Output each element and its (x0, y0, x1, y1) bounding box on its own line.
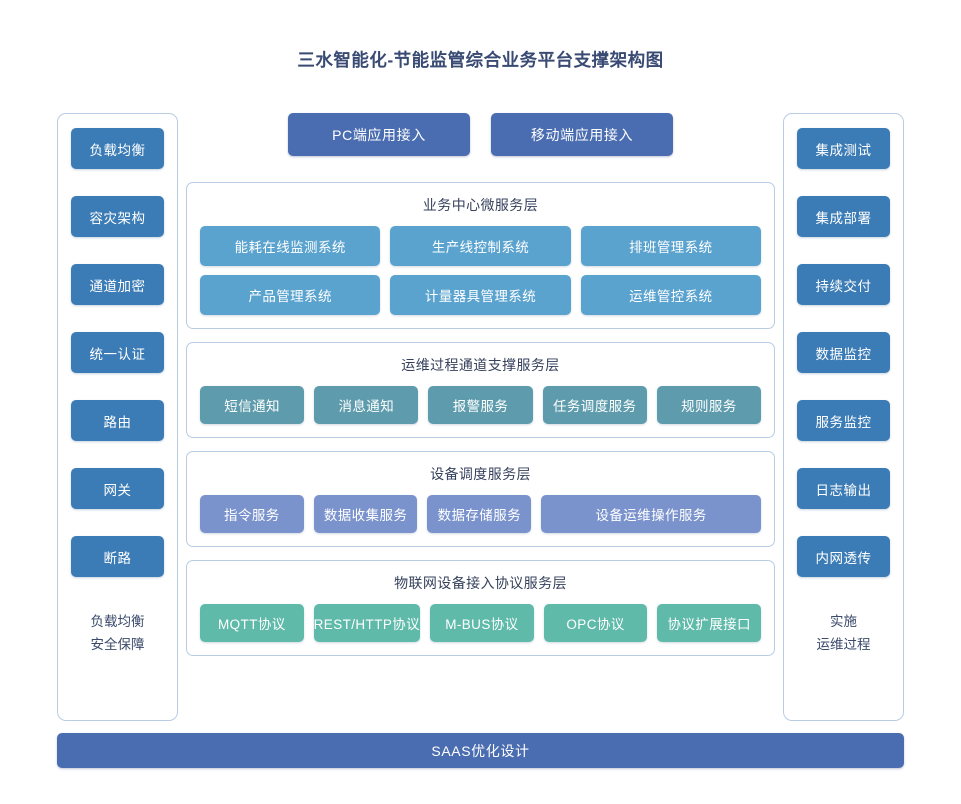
protocol-chip-4[interactable]: 协议扩展接口 (657, 604, 762, 642)
layer-business-row-1: 产品管理系统 计量器具管理系统 运维管控系统 (200, 275, 761, 315)
right-pillar-item-5[interactable]: 日志输出 (797, 468, 890, 509)
layer-device-title: 设备调度服务层 (430, 466, 531, 482)
business-chip-2[interactable]: 排班管理系统 (580, 226, 761, 266)
left-pillar-item-4[interactable]: 路由 (71, 400, 164, 441)
right-pillar-item-2[interactable]: 持续交付 (797, 264, 890, 305)
center-column: PC端应用接入 移动端应用接入 业务中心微服务层 能耗在线监测系统 生产线控制系… (186, 113, 775, 721)
ops-chip-1[interactable]: 消息通知 (314, 386, 419, 424)
layer-ops: 运维过程通道支撑服务层 短信通知 消息通知 报警服务 任务调度服务 规则服务 (186, 342, 775, 438)
ops-chip-2[interactable]: 报警服务 (428, 386, 533, 424)
device-chip-2[interactable]: 数据存储服务 (427, 495, 532, 533)
right-pillar-item-6[interactable]: 内网透传 (797, 536, 890, 577)
left-pillar-item-2[interactable]: 通道加密 (71, 264, 164, 305)
layer-protocol-title: 物联网设备接入协议服务层 (394, 575, 567, 591)
device-chip-1[interactable]: 数据收集服务 (313, 495, 418, 533)
left-pillar-item-5[interactable]: 网关 (71, 468, 164, 509)
right-pillar-item-1[interactable]: 集成部署 (797, 196, 890, 237)
protocol-chip-2[interactable]: M-BUS协议 (430, 604, 534, 642)
right-pillar-item-3[interactable]: 数据监控 (797, 332, 890, 373)
right-pillar-footer: 实施 运维过程 (817, 610, 871, 656)
ops-chip-3[interactable]: 任务调度服务 (542, 386, 647, 424)
pc-access-button[interactable]: PC端应用接入 (288, 113, 470, 156)
device-chip-0[interactable]: 指令服务 (200, 495, 304, 533)
left-pillar-item-1[interactable]: 容灾架构 (71, 196, 164, 237)
left-pillar-item-3[interactable]: 统一认证 (71, 332, 164, 373)
business-chip-3[interactable]: 产品管理系统 (200, 275, 381, 315)
protocol-chip-3[interactable]: OPC协议 (543, 604, 648, 642)
protocol-chip-1[interactable]: REST/HTTP协议 (313, 604, 421, 642)
right-pillar-item-0[interactable]: 集成测试 (797, 128, 890, 169)
diagram-frame: 负载均衡 容灾架构 通道加密 统一认证 路由 网关 断路 负载均衡 安全保障 P… (57, 113, 904, 721)
right-pillar-item-4[interactable]: 服务监控 (797, 400, 890, 441)
application-access-row: PC端应用接入 移动端应用接入 (186, 113, 775, 166)
device-chip-3[interactable]: 设备运维操作服务 (541, 495, 762, 533)
layer-business-title: 业务中心微服务层 (422, 197, 539, 213)
right-pillar-footer-line2: 运维过程 (816, 637, 871, 652)
business-chip-4[interactable]: 计量器具管理系统 (390, 275, 571, 315)
ops-chip-0[interactable]: 短信通知 (200, 386, 305, 424)
protocol-chip-0[interactable]: MQTT协议 (200, 604, 304, 642)
business-chip-1[interactable]: 生产线控制系统 (390, 226, 571, 266)
layer-ops-row-0: 短信通知 消息通知 报警服务 任务调度服务 规则服务 (200, 386, 762, 424)
layer-protocol-row-0: MQTT协议 REST/HTTP协议 M-BUS协议 OPC协议 协议扩展接口 (200, 604, 762, 642)
left-pillar-item-6[interactable]: 断路 (71, 536, 164, 577)
business-chip-0[interactable]: 能耗在线监测系统 (200, 226, 381, 266)
left-pillar: 负载均衡 容灾架构 通道加密 统一认证 路由 网关 断路 负载均衡 安全保障 (57, 113, 178, 721)
left-pillar-footer-line2: 安全保障 (90, 637, 145, 652)
ops-chip-4[interactable]: 规则服务 (656, 386, 762, 424)
layer-device-row-0: 指令服务 数据收集服务 数据存储服务 设备运维操作服务 (200, 495, 762, 533)
layer-business: 业务中心微服务层 能耗在线监测系统 生产线控制系统 排班管理系统 产品管理系统 … (186, 182, 775, 329)
left-pillar-footer-line1: 负载均衡 (90, 614, 145, 629)
business-chip-5[interactable]: 运维管控系统 (580, 275, 761, 315)
layer-device: 设备调度服务层 指令服务 数据收集服务 数据存储服务 设备运维操作服务 (186, 451, 775, 547)
layer-ops-title: 运维过程通道支撑服务层 (401, 357, 560, 373)
layer-protocol: 物联网设备接入协议服务层 MQTT协议 REST/HTTP协议 M-BUS协议 … (186, 560, 775, 656)
left-pillar-footer: 负载均衡 安全保障 (91, 610, 145, 656)
layer-business-row-0: 能耗在线监测系统 生产线控制系统 排班管理系统 (200, 226, 761, 266)
mobile-access-button[interactable]: 移动端应用接入 (491, 113, 673, 156)
right-pillar: 集成测试 集成部署 持续交付 数据监控 服务监控 日志输出 内网透传 实施 运维… (783, 113, 904, 721)
page-title: 三水智能化-节能监管综合业务平台支撑架构图 (297, 50, 664, 70)
left-pillar-item-0[interactable]: 负载均衡 (71, 128, 164, 169)
right-pillar-footer-line1: 实施 (830, 614, 857, 629)
saas-bar[interactable]: SAAS优化设计 (57, 733, 904, 768)
